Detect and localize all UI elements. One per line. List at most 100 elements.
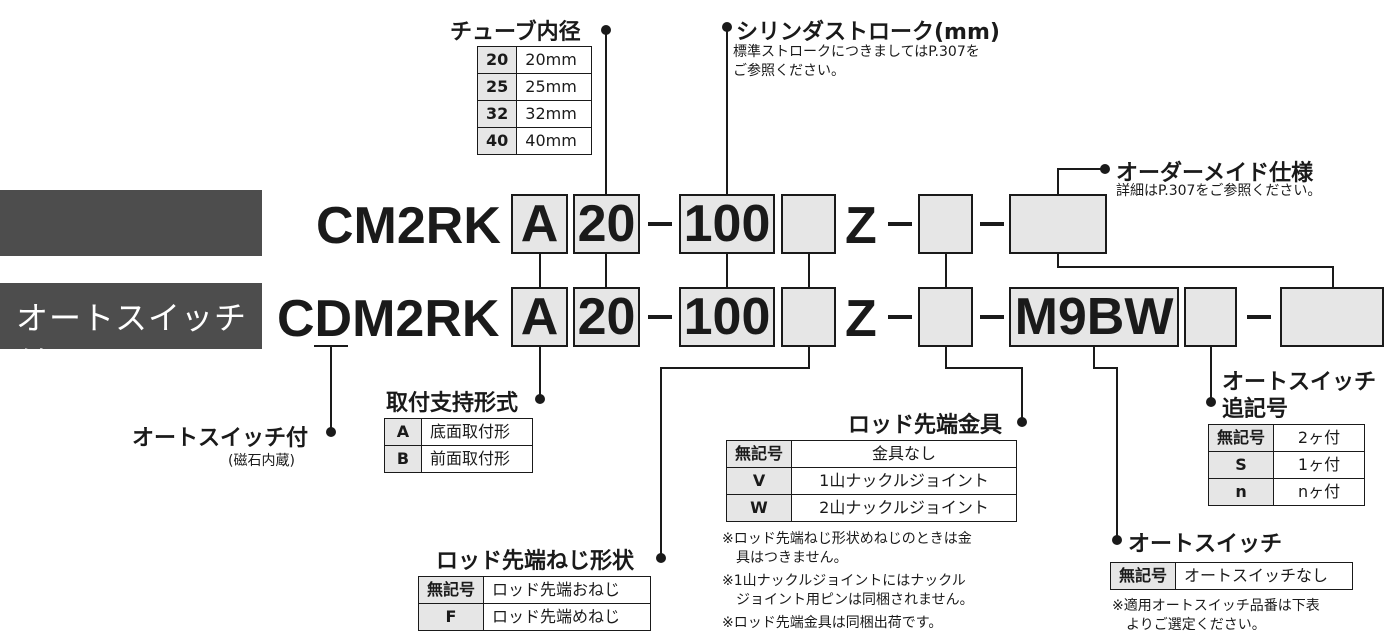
mounting-desc: 底面取付形 [421, 418, 533, 446]
row2-stroke-box: 100 [679, 287, 775, 347]
row2-rod-thread-box [781, 287, 836, 347]
tube-code: 32 [476, 100, 518, 128]
row1-mount-box: A [511, 194, 568, 254]
tube-desc: 40mm [516, 127, 593, 155]
tube-desc: 25mm [516, 73, 593, 101]
connector-dot [326, 427, 336, 437]
autoswitch-note: ※適用オートスイッチ品番は下表 [1112, 598, 1320, 614]
connector-line [1057, 168, 1103, 170]
row1-dash-3 [980, 222, 1004, 226]
rod-end-code: V [725, 467, 793, 495]
row1-stroke-box: 100 [679, 194, 775, 254]
connector-line [1057, 266, 1334, 268]
row1-dash-1 [648, 222, 672, 226]
switch-suffix-desc: 1ヶ付 [1273, 451, 1366, 479]
custom-note: 詳細はP.307をご参照ください。 [1116, 183, 1322, 199]
tube-code: 20 [476, 46, 518, 74]
row1-z: Z [845, 197, 877, 255]
row1-dash-2 [888, 222, 912, 226]
row1-bore-box: 20 [573, 194, 640, 254]
rod-end-note: ※ロッド先端ねじ形状めねじのときは金 [722, 531, 972, 547]
switch-suffix-code: 無記号 [1207, 424, 1275, 452]
connector-dot [601, 25, 611, 35]
connector-line [1093, 347, 1095, 369]
row1-rod-end-box [918, 194, 973, 254]
autoswitch-code: 無記号 [1109, 562, 1177, 590]
row2-dash-4 [1247, 315, 1271, 319]
connector-line [808, 254, 810, 287]
rod-thread-desc: ロッド先端めねじ [483, 603, 652, 631]
connector-line [539, 347, 541, 399]
rod-thread-title: ロッド先端ねじ形状 [436, 549, 635, 574]
row2-dash-1 [648, 315, 672, 319]
mounting-desc: 前面取付形 [421, 445, 533, 473]
rod-end-note: ※1山ナックルジョイントにはナックル [722, 573, 966, 589]
connector-line [1057, 254, 1059, 268]
autoswitch-table: 無記号オートスイッチなし [1109, 562, 1354, 590]
switch-suffix-desc: nヶ付 [1273, 478, 1366, 506]
connector-dot [1017, 417, 1027, 427]
rod-end-desc: 2山ナックルジョイント [791, 494, 1018, 522]
row1-label-bar [0, 190, 262, 256]
connector-dot [535, 394, 545, 404]
connector-line [660, 367, 662, 557]
table-row: 無記号オートスイッチなし [1109, 562, 1354, 590]
connector-dot [1206, 397, 1216, 407]
stroke-note-1: 標準ストロークにつきましてはP.307を [733, 44, 980, 60]
stroke-note-2: ご参照ください。 [733, 63, 845, 79]
connector-dot [1100, 164, 1110, 174]
row2-custom-box [1280, 287, 1384, 347]
switch-suffix-desc: 2ヶ付 [1273, 424, 1366, 452]
table-row: 無記号ロッド先端おねじ [417, 576, 652, 604]
rod-end-note: 具はつきません。 [722, 550, 848, 566]
row1-custom-box [1009, 194, 1107, 254]
connector-line [1116, 367, 1118, 539]
table-row: 無記号金具なし [725, 440, 1018, 468]
rod-end-note: ※ロッド先端金具は同梱出荷です。 [722, 615, 943, 631]
row2-switch-box: M9BW [1009, 287, 1179, 347]
rod-end-code: W [725, 494, 793, 522]
connector-line [330, 347, 332, 431]
switch-suffix-title-1: オートスイッチ [1222, 370, 1377, 395]
tube-code: 40 [476, 127, 518, 155]
connector-line [726, 27, 728, 194]
row2-dash-3 [980, 315, 1004, 319]
connector-line [945, 347, 947, 369]
connector-line [726, 254, 728, 287]
row2-dash-2 [888, 315, 912, 319]
switch-suffix-code: S [1207, 451, 1275, 479]
rod-end-title: ロッド先端金具 [848, 413, 1003, 438]
rod-thread-code: F [417, 603, 485, 631]
d-underline [314, 345, 348, 347]
autoswitch-title: オートスイッチ [1128, 532, 1283, 557]
mounting-code: A [384, 418, 422, 446]
rod-end-desc: 金具なし [791, 440, 1018, 468]
row1-prefix: CM2RK [316, 197, 501, 255]
autoswitch-with-note: (磁石内蔵) [228, 453, 295, 469]
switch-suffix-title-2: 追記号 [1222, 397, 1289, 422]
connector-line [605, 254, 607, 287]
connector-dot [722, 22, 732, 32]
connector-line [539, 254, 541, 287]
tube-desc: 32mm [516, 100, 593, 128]
connector-dot [1112, 535, 1122, 545]
rod-end-desc: 1山ナックルジョイント [791, 467, 1018, 495]
connector-line [660, 367, 810, 369]
stroke-title: シリンダストローク(mm) [736, 20, 1000, 45]
connector-line [605, 30, 607, 194]
row1-rod-thread-box [781, 194, 836, 254]
mounting-code: B [384, 445, 422, 473]
rod-thread-code: 無記号 [417, 576, 485, 604]
